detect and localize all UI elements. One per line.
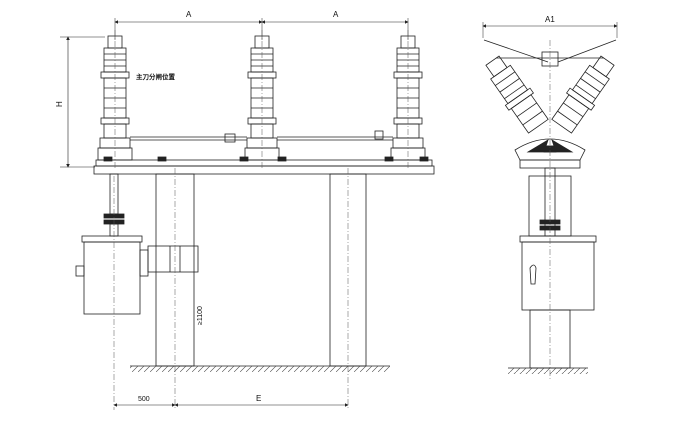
connecting-rods: [130, 130, 393, 143]
ground-front: [130, 365, 390, 372]
side-insulator-right: [551, 55, 615, 134]
side-view: [482, 22, 618, 380]
operating-mechanism: [75, 173, 199, 315]
support-posts: [155, 173, 367, 367]
label-dim-e: E: [256, 394, 261, 403]
dimension-a1: [482, 22, 618, 38]
label-dim-a-left: A: [186, 10, 192, 19]
dimension-a-row: [114, 18, 409, 40]
label-dim-a1: A1: [545, 15, 555, 24]
label-main-blade-open: 主刀分闸位置: [136, 72, 176, 81]
label-dim-a-right: A: [333, 10, 339, 19]
label-dim-1100: ≥1100: [197, 306, 204, 325]
front-view: [60, 18, 435, 410]
base-frame: [93, 156, 435, 175]
dimension-h: [60, 36, 105, 168]
centerlines: [113, 30, 409, 410]
label-dim-500: 500: [138, 396, 150, 403]
label-dim-h: H: [55, 101, 64, 107]
side-insulator-left: [485, 55, 549, 134]
